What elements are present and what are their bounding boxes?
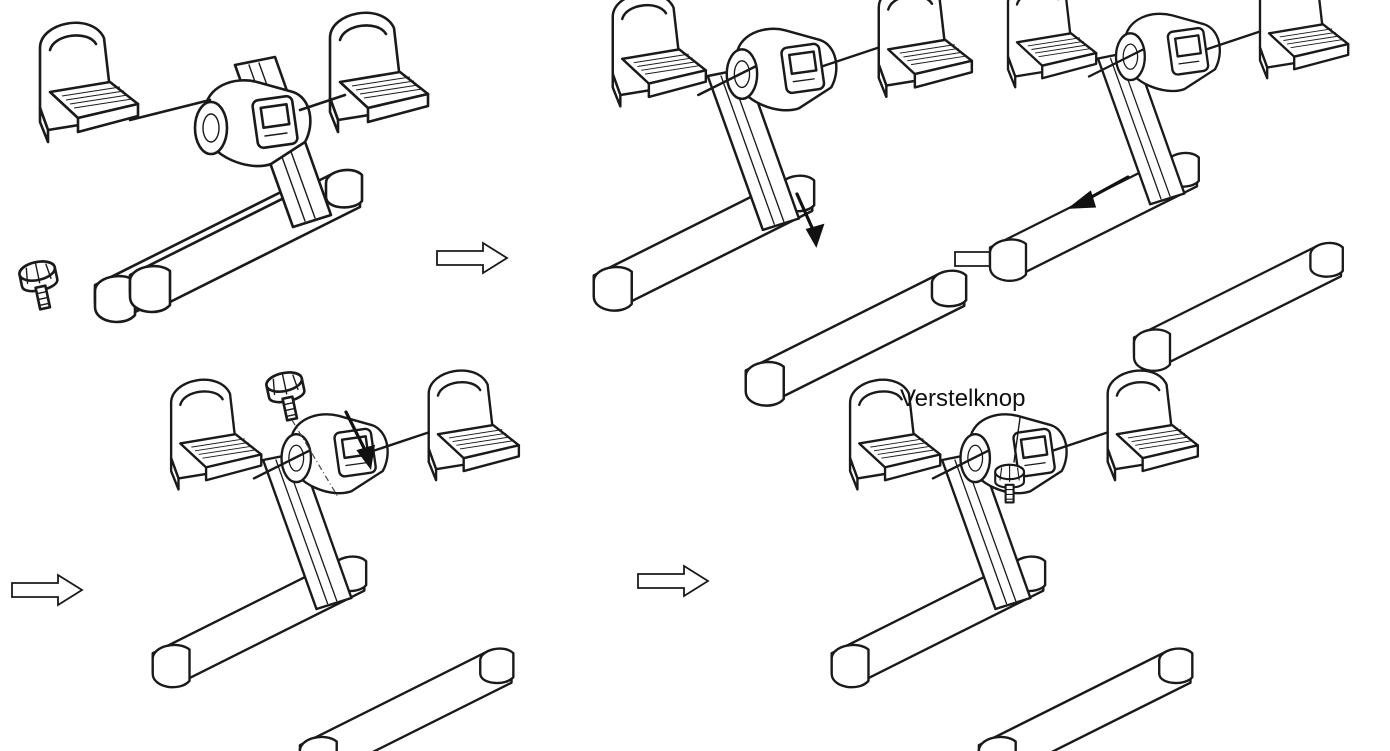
step-3-extend-rear-bar bbox=[990, 0, 1348, 371]
knob-insertion-path bbox=[291, 419, 339, 498]
adjustment-knob-icon bbox=[994, 463, 1026, 504]
hollow-right-arrow-icon bbox=[11, 574, 83, 606]
verstelknop-callout: Verstelknop bbox=[900, 385, 1025, 463]
adjustment-knob-icon bbox=[16, 257, 64, 314]
direction-arrow-icon bbox=[1067, 175, 1130, 209]
callout-label: Verstelknop bbox=[900, 385, 1025, 412]
step-5-assembled-device bbox=[832, 371, 1198, 751]
step-2-unfold-device bbox=[594, 0, 972, 406]
step-4-insert-knob bbox=[153, 371, 519, 751]
direction-arrow-icon bbox=[344, 410, 375, 471]
hollow-right-arrow-icon bbox=[436, 242, 508, 274]
direction-arrow-icon bbox=[795, 192, 825, 248]
step-1-folded-device bbox=[38, 11, 430, 324]
hollow-right-arrow-icon bbox=[637, 565, 709, 597]
callout-leader-line bbox=[1013, 417, 1021, 463]
adjustment-knob-icon bbox=[263, 368, 311, 425]
